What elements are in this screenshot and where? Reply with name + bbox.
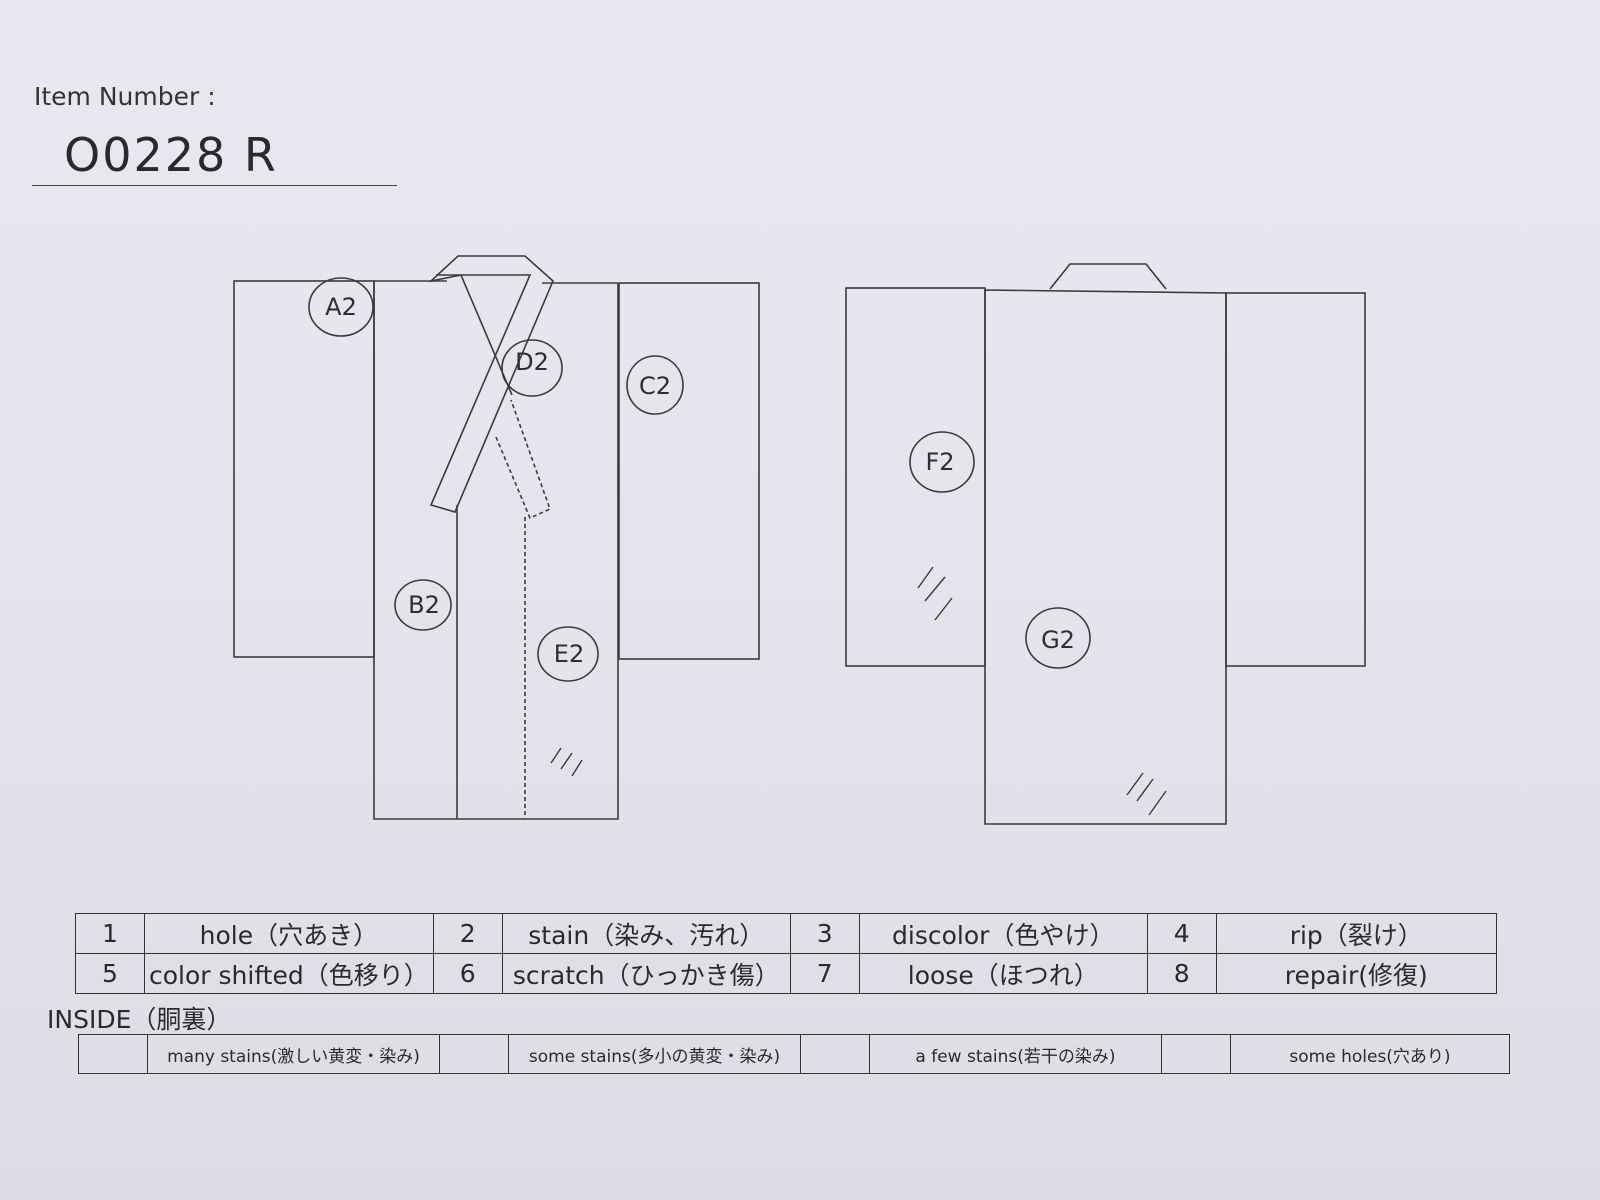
inside-condition-table: many stains(激しい黄変・染み) some stains(多小の黄変・… [78, 1034, 1510, 1074]
defect-label: stain（染み、汚れ） [501, 913, 791, 954]
defect-label: scratch（ひっかき傷） [501, 953, 791, 994]
defect-label: rip（裂け） [1215, 913, 1497, 954]
defect-codes-table: 1 hole（穴あき） 2 stain（染み、汚れ） 3 discolor（色や… [75, 913, 1497, 994]
collar-left-hidden [495, 399, 552, 520]
inside-checkbox[interactable] [800, 1034, 870, 1074]
inside-option: many stains(激しい黄変・染み) [147, 1034, 440, 1074]
item-number-value: O0228 R [64, 128, 278, 182]
hatch-marks [550, 566, 1167, 816]
back-left-sleeve [845, 287, 986, 667]
item-number-label: Item Number : [34, 82, 216, 111]
inside-checkbox[interactable] [78, 1034, 148, 1074]
inside-checkbox[interactable] [439, 1034, 509, 1074]
inside-option: some holes(穴あり) [1230, 1034, 1510, 1074]
mark-c2: C2 [639, 372, 671, 400]
inside-label: INSIDE（胴裏） [47, 1005, 232, 1034]
defect-code: 6 [432, 953, 503, 994]
kimono-back [845, 263, 1366, 825]
defect-code: 5 [75, 953, 145, 994]
mark-b2: B2 [408, 591, 440, 619]
mark-f2: F2 [925, 448, 954, 476]
collar-right [428, 255, 554, 513]
kimono-front [233, 255, 760, 820]
defect-code: 8 [1146, 953, 1217, 994]
inside-row: many stains(激しい黄変・染み) some stains(多小の黄変・… [78, 1034, 1510, 1074]
defect-label: loose（ほつれ） [858, 953, 1148, 994]
defect-label: repair(修復) [1215, 953, 1497, 994]
mark-a2: A2 [325, 293, 357, 321]
back-collar [1049, 263, 1167, 290]
back-right-sleeve [1225, 292, 1366, 667]
back-body [984, 289, 1227, 825]
defect-code: 7 [789, 953, 860, 994]
inside-option: a few stains(若干の染み) [869, 1034, 1162, 1074]
defect-code: 2 [432, 913, 503, 954]
inside-option: some stains(多小の黄変・染み) [508, 1034, 801, 1074]
mark-g2: G2 [1041, 626, 1075, 654]
defect-label: discolor（色やけ） [858, 913, 1148, 954]
defect-code: 4 [1146, 913, 1217, 954]
defect-markers [308, 277, 1091, 682]
defect-label: hole（穴あき） [144, 913, 434, 954]
collar-left-upper [436, 274, 513, 396]
mark-d2: D2 [515, 348, 549, 376]
defect-row: 1 hole（穴あき） 2 stain（染み、汚れ） 3 discolor（色や… [75, 913, 1497, 954]
defect-code: 1 [75, 913, 145, 954]
defect-code: 3 [789, 913, 860, 954]
item-number-underline [32, 185, 397, 186]
defect-label: color shifted（色移り） [144, 953, 434, 994]
mark-e2: E2 [554, 640, 584, 668]
front-right-sleeve [618, 282, 760, 660]
front-body-outline [373, 281, 619, 820]
defect-row: 5 color shifted（色移り） 6 scratch（ひっかき傷） 7 … [75, 953, 1497, 994]
front-left-sleeve [233, 280, 375, 658]
inside-checkbox[interactable] [1161, 1034, 1231, 1074]
